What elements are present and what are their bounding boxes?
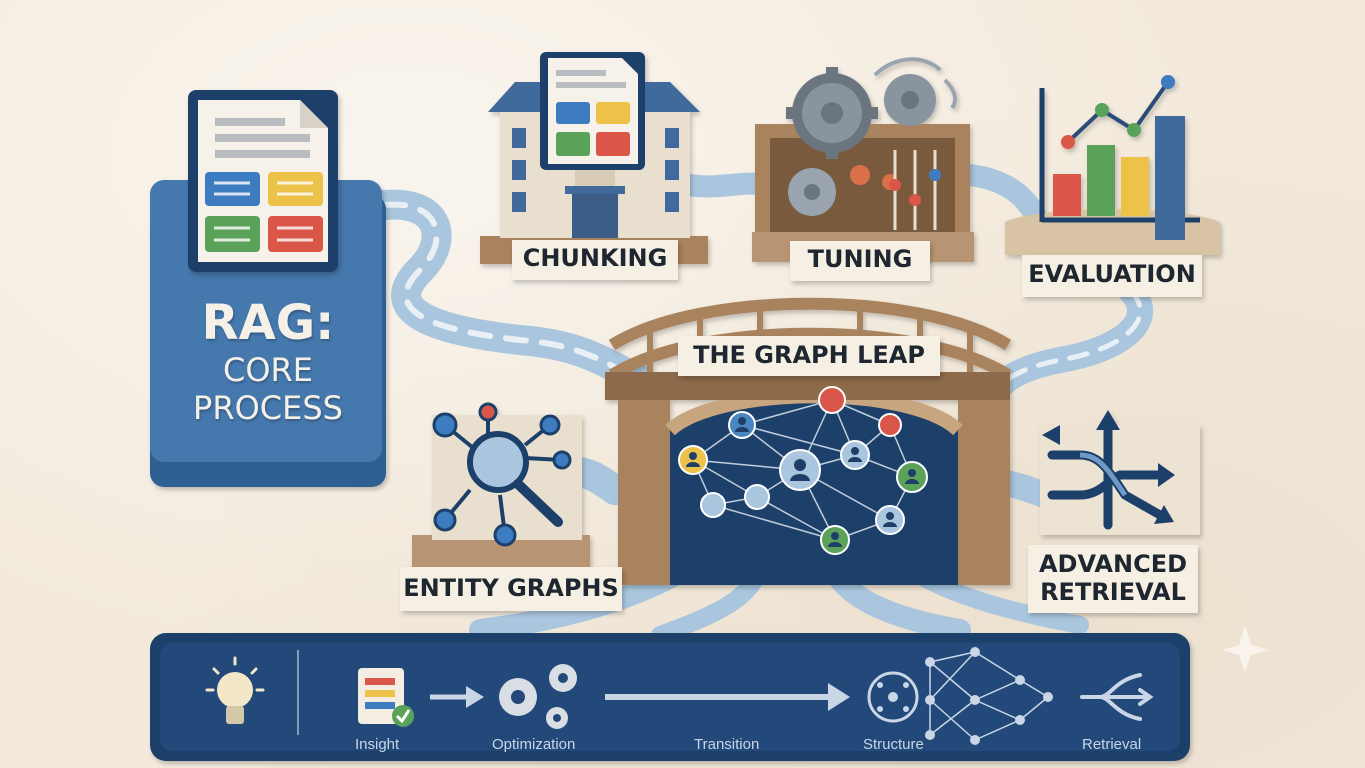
gear-icon	[752, 57, 974, 262]
stage-entity-graphs: ENTITY GRAPHS	[403, 574, 619, 602]
strip-label-optimization: Optimization	[492, 736, 576, 753]
checklist-icon	[358, 668, 414, 727]
stage-graph-leap: THE GRAPH LEAP	[693, 341, 925, 369]
strip-retrieval-icon	[1080, 673, 1154, 721]
sparkle-icon	[1222, 625, 1268, 672]
core-title-line2: CORE	[223, 351, 313, 389]
strip-gears-icon	[499, 664, 577, 729]
document-icon	[188, 90, 338, 272]
strip-label-insight: Insight	[355, 736, 400, 753]
stage-chunking: CHUNKING	[522, 244, 668, 272]
strip-label-retrieval: Retrieval	[1082, 736, 1142, 753]
label-banners	[400, 240, 1202, 613]
bar-chart-icon	[1005, 75, 1220, 255]
strip-arrow-1	[430, 686, 484, 708]
core-title-line1: RAG:	[201, 295, 335, 351]
bridge-icon	[605, 297, 1012, 585]
stage-evaluation: EVALUATION	[1028, 260, 1196, 288]
strip-label-transition: Transition	[694, 736, 760, 753]
magnifier-graph-icon	[412, 402, 590, 571]
arrows-icon	[1040, 410, 1200, 535]
stage-tuning: TUNING	[807, 245, 913, 273]
stage-advanced-line1: ADVANCED	[1038, 550, 1188, 578]
stage-advanced-line2: RETRIEVAL	[1040, 578, 1186, 606]
core-title-line3: PROCESS	[193, 389, 343, 427]
lightbulb-icon	[205, 656, 265, 724]
building-icon	[480, 52, 708, 264]
strip-label-structure: Structure	[863, 736, 924, 753]
network-icon	[678, 386, 928, 555]
strip-structure-icon	[867, 647, 1053, 745]
strip-arrow-2	[605, 683, 850, 711]
core-title: RAG: CORE PROCESS	[152, 295, 384, 427]
